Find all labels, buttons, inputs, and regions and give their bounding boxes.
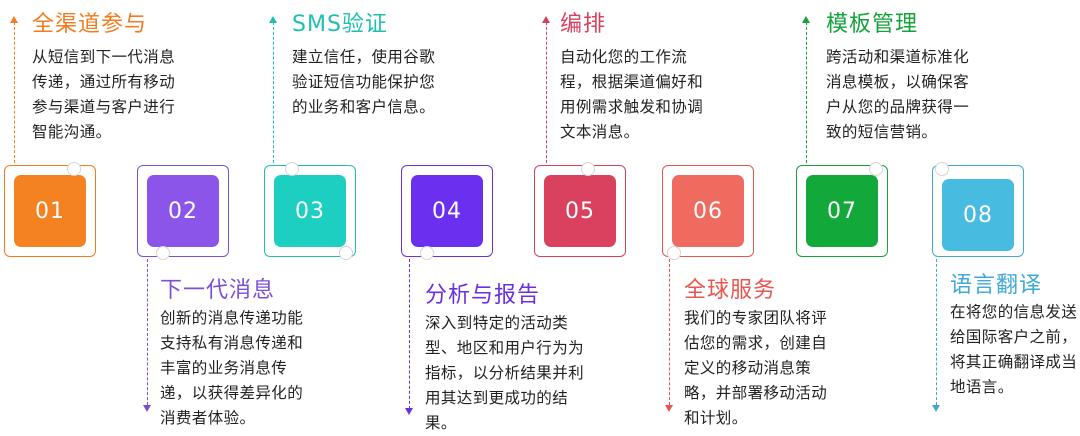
step-title: 编排	[560, 12, 607, 37]
step-number-frame: 01	[4, 162, 96, 257]
arrow-down-icon	[932, 405, 940, 412]
step-title: 下一代消息	[160, 278, 276, 303]
step-title: SMS验证	[292, 12, 388, 37]
step-number-tile: 08	[942, 179, 1014, 251]
arrow-up-icon	[802, 16, 810, 23]
decor-dot	[156, 246, 170, 260]
connector-line	[669, 259, 670, 405]
decor-dot	[869, 162, 883, 176]
step-title: 全球服务	[684, 278, 777, 303]
arrow-up-icon	[269, 16, 277, 23]
connector-line	[806, 22, 807, 163]
arrow-down-icon	[665, 405, 673, 412]
arrow-down-icon	[143, 405, 151, 412]
step-number-tile: 04	[411, 175, 483, 247]
connector-line	[409, 259, 410, 409]
connector-line	[546, 22, 547, 163]
decor-dot	[420, 246, 434, 260]
step-description: 自动化您的工作流程，根据渠道偏好和用例需求触发和协调文本消息。	[560, 48, 704, 141]
step-number-frame: 07	[796, 162, 888, 257]
connector-line	[14, 22, 15, 163]
step-number-tile: 02	[147, 175, 219, 247]
decor-dot	[67, 162, 81, 176]
decor-dot	[581, 162, 595, 176]
step-title: 模板管理	[826, 12, 919, 37]
step-description: 建立信任，使用谷歌验证短信功能保护您的业务和客户信息。	[292, 48, 436, 116]
step-description: 在将您的信息发送给国际客户之前，将其正确翻译成当地语言。	[950, 303, 1078, 396]
decor-dot	[339, 246, 353, 260]
step-number-tile: 07	[806, 175, 878, 247]
step-description: 我们的专家团队将评估您的需求，创建自定义的移动消息策略，并部署移动活动和计划。	[684, 309, 828, 427]
step-title: 分析与报告	[425, 283, 541, 308]
step-number-tile: 03	[274, 175, 346, 247]
step-number-frame: 08	[932, 162, 1024, 257]
arrow-up-icon	[542, 16, 550, 23]
arrow-down-icon	[405, 408, 413, 415]
step-description: 从短信到下一代消息传递，通过所有移动参与渠道与客户进行智能沟通。	[32, 48, 176, 141]
step-number-tile: 06	[672, 175, 744, 247]
step-description: 创新的消息传递功能支持私有消息传递和丰富的业务消息传递，以获得差异化的消费者体验…	[160, 309, 304, 427]
step-number-frame: 02	[137, 165, 229, 260]
connector-line	[273, 22, 274, 163]
step-number-frame: 03	[264, 162, 356, 260]
decor-dot	[935, 162, 949, 176]
step-number-frame: 06	[662, 165, 754, 260]
arrow-up-icon	[10, 16, 18, 23]
decor-dot	[285, 162, 299, 176]
step-number-frame: 04	[401, 165, 493, 260]
step-number-tile: 05	[544, 175, 616, 247]
connector-line	[936, 259, 937, 405]
step-description: 深入到特定的活动类型、地区和用户行为为指标，以分析结果并利用其达到更成功的结果。	[425, 314, 585, 432]
step-description: 跨活动和渠道标准化消息模板，以确保客户从您的品牌获得一致的短信营销。	[826, 48, 970, 141]
step-number-frame: 05	[534, 162, 626, 257]
decor-dot	[667, 246, 681, 260]
step-title: 语言翻译	[950, 273, 1043, 298]
step-title: 全渠道参与	[32, 12, 148, 37]
connector-line	[147, 259, 148, 405]
step-number-tile: 01	[14, 175, 86, 247]
